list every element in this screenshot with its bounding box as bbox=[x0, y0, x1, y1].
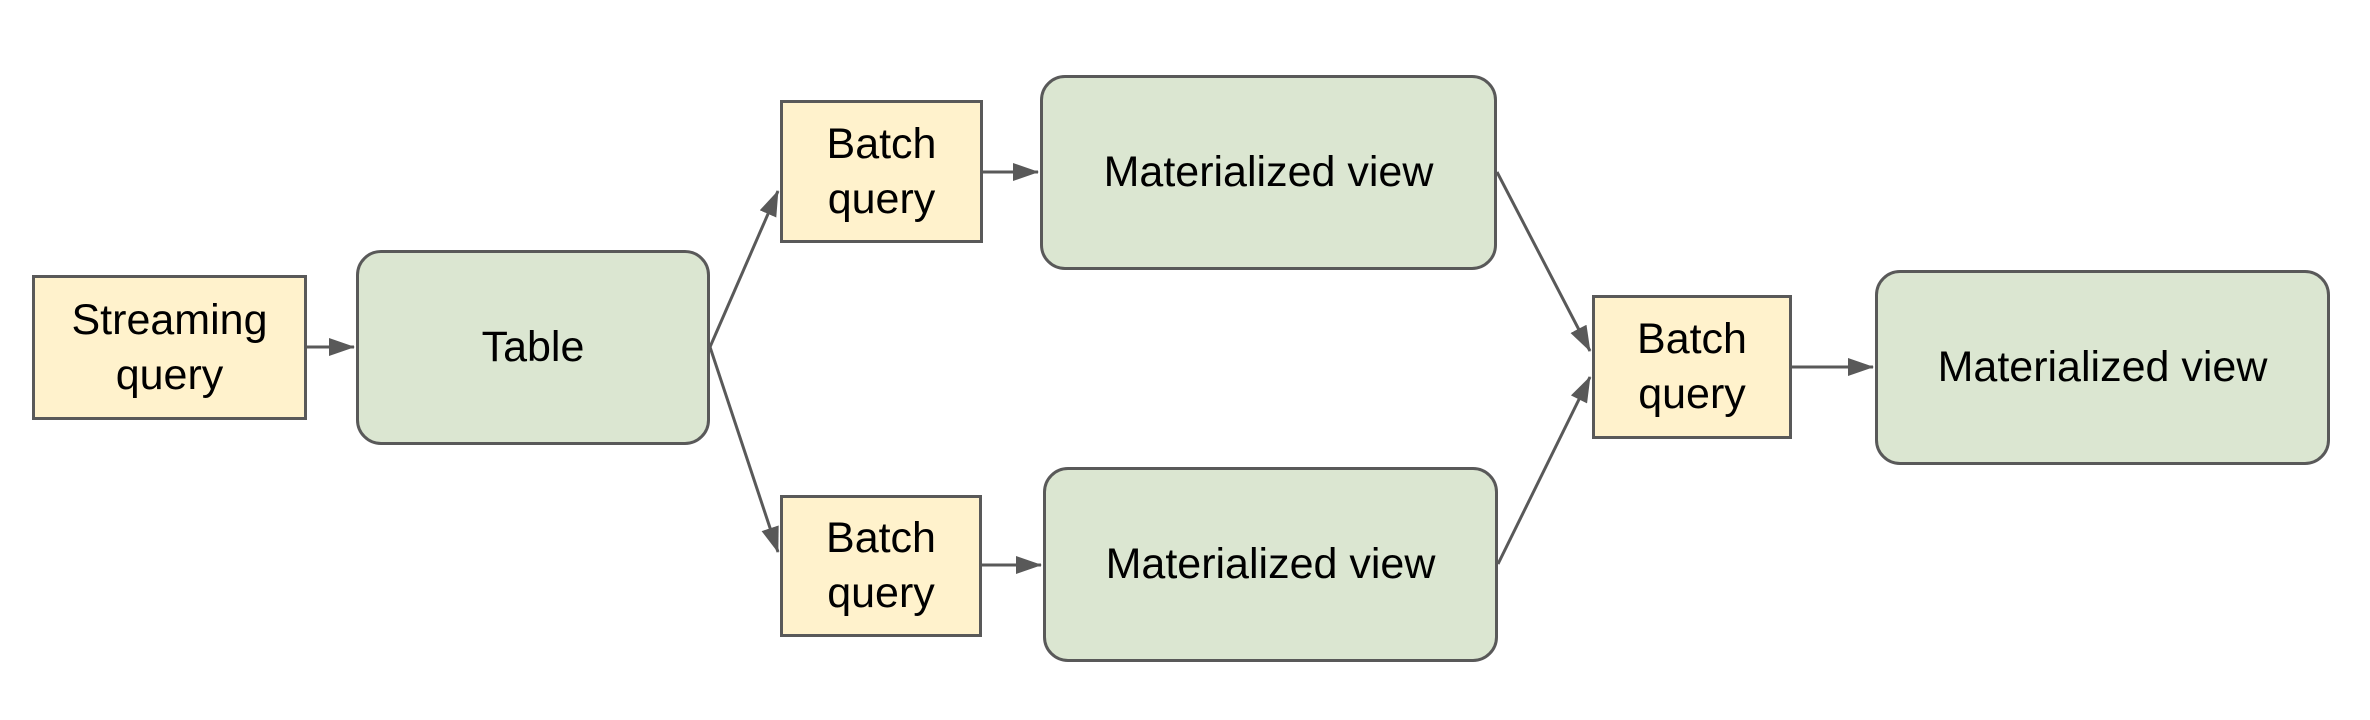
edge-materialized-view-bottom-node-to-batch-query-right-node bbox=[1496, 376, 1592, 565]
edge-table-node-to-batch-query-top-node bbox=[708, 190, 780, 348]
materialized-view-final-node: Materialized view bbox=[1875, 270, 2330, 465]
materialized-view-bottom-node: Materialized view bbox=[1043, 467, 1498, 662]
materialized-view-top-node-label: Materialized view bbox=[1103, 148, 1434, 197]
edge-materialized-view-top-node-to-batch-query-right-node bbox=[1495, 171, 1592, 352]
batch-query-bottom-node-label: Batch query bbox=[826, 514, 936, 617]
batch-query-right-node-label: Batch query bbox=[1637, 315, 1747, 418]
materialized-view-final-node-label: Materialized view bbox=[1937, 343, 2268, 392]
streaming-query-node: Streaming query bbox=[32, 275, 307, 420]
batch-query-top-node: Batch query bbox=[780, 100, 983, 243]
streaming-query-node-label: Streaming query bbox=[71, 295, 268, 399]
materialized-view-bottom-node-label: Materialized view bbox=[1105, 540, 1436, 589]
edge-group bbox=[307, 163, 1874, 574]
batch-query-right-node: Batch query bbox=[1592, 295, 1792, 439]
batch-query-top-node-label: Batch query bbox=[826, 119, 937, 223]
table-node-label: Table bbox=[481, 323, 585, 372]
table-node: Table bbox=[356, 250, 710, 445]
edge-table-node-to-batch-query-bottom-node bbox=[708, 346, 780, 553]
materialized-view-top-node: Materialized view bbox=[1040, 75, 1497, 270]
batch-query-bottom-node: Batch query bbox=[780, 495, 982, 637]
